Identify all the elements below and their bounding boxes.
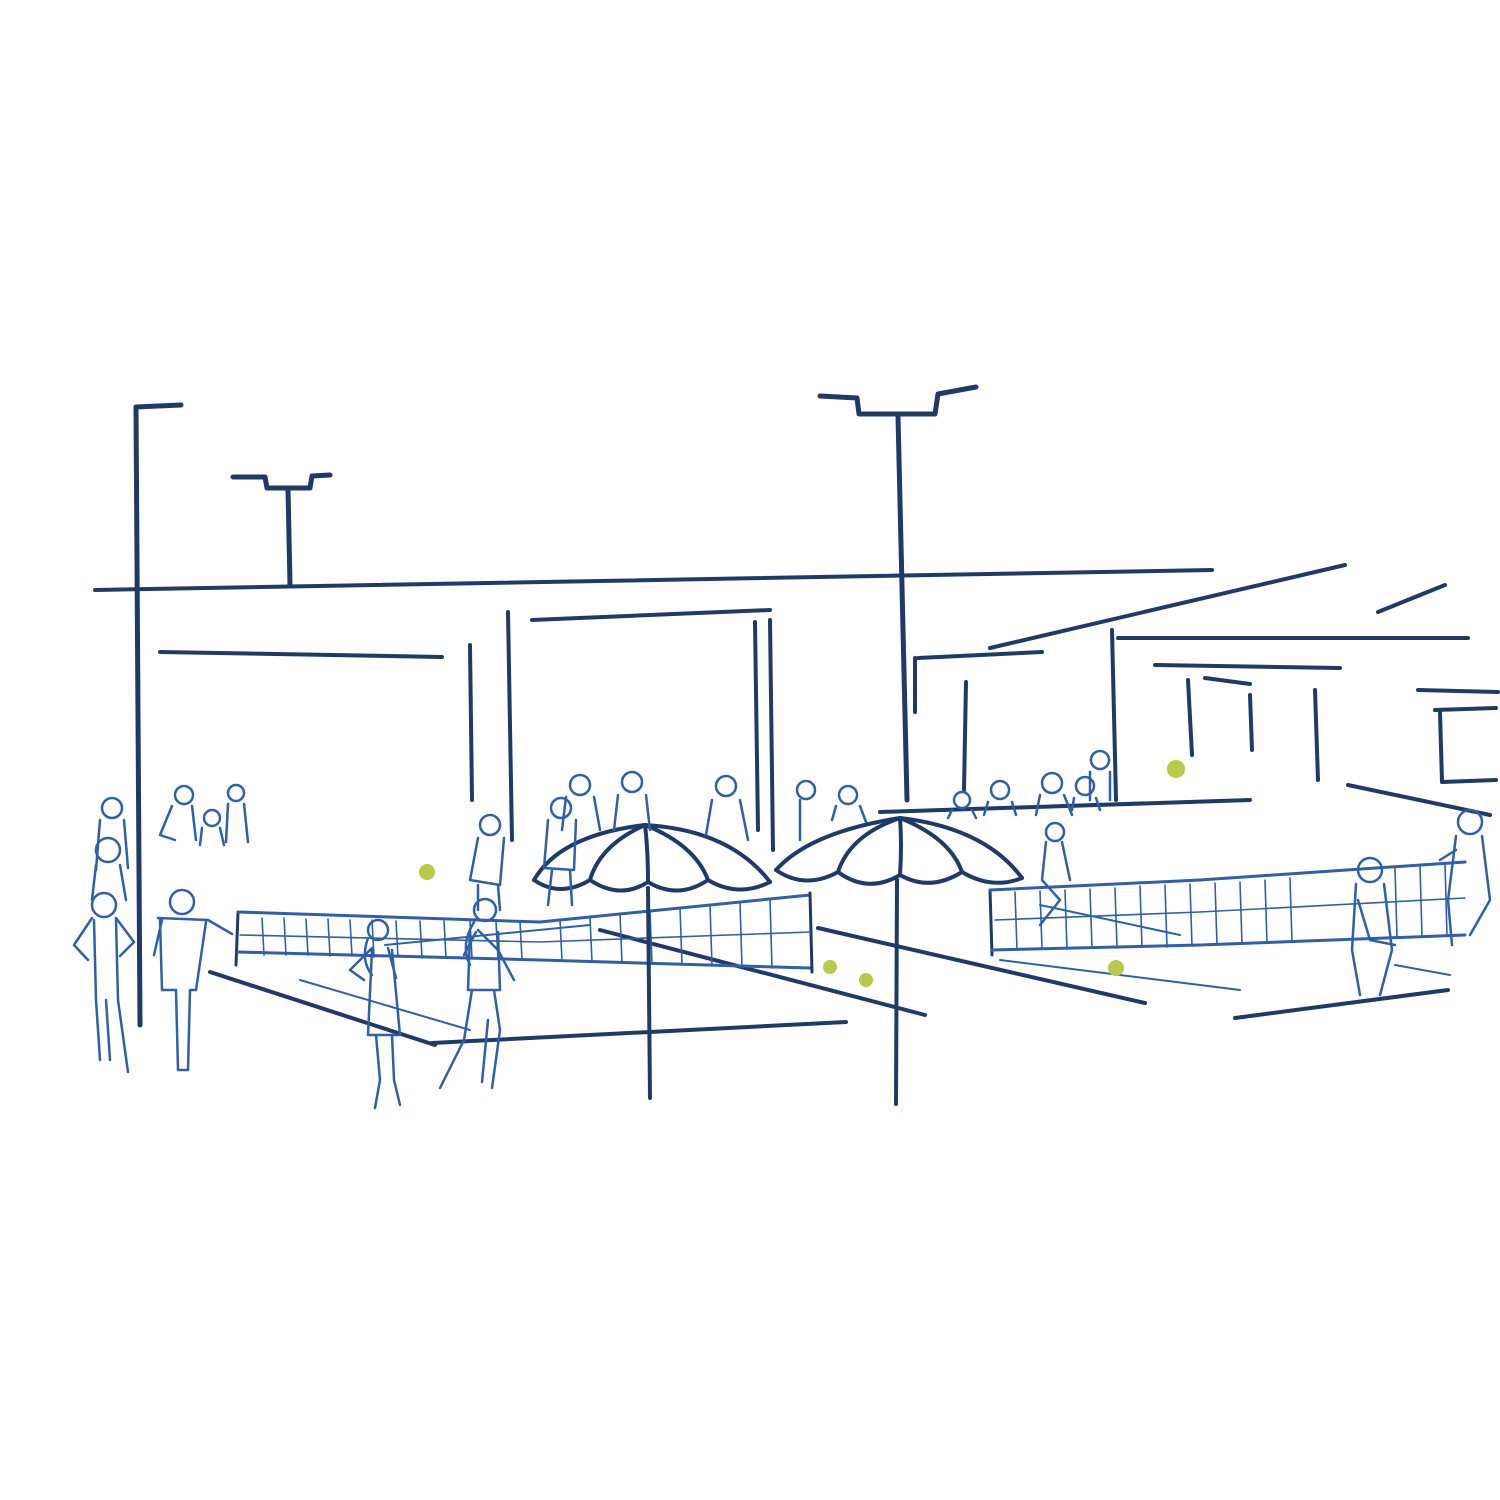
light-pole-right	[817, 384, 979, 803]
person-woman-2	[438, 897, 516, 1090]
person-background-1	[468, 813, 506, 912]
person-man-left	[152, 888, 234, 1072]
light-poles	[133, 384, 979, 1028]
ball-3	[823, 960, 837, 974]
person-background-2	[542, 796, 578, 907]
light-pole-left	[133, 402, 184, 1028]
spectators-right	[946, 749, 1112, 820]
person-woman-1	[348, 918, 402, 1110]
people	[72, 749, 1492, 1110]
ball-5	[1108, 960, 1124, 976]
ball-4	[859, 973, 873, 987]
ball-2	[1167, 760, 1185, 778]
umbrella-left	[532, 823, 772, 1100]
net-left	[234, 891, 814, 974]
pickleballs	[419, 760, 1185, 987]
court-left	[208, 891, 927, 1047]
umbrella-right	[774, 816, 1024, 1106]
person-player-far-right-2	[1438, 808, 1492, 947]
ball-1	[419, 864, 435, 880]
person-left-group	[72, 796, 136, 1074]
building-outline	[93, 563, 1500, 852]
court-right	[816, 860, 1467, 1020]
spectators-left	[158, 783, 250, 847]
person-player-far-right-1	[1350, 856, 1397, 997]
net-right	[988, 860, 1467, 957]
light-pole-middle	[230, 472, 333, 588]
person-player-right-court	[1038, 821, 1072, 927]
person-background-3	[560, 770, 868, 842]
